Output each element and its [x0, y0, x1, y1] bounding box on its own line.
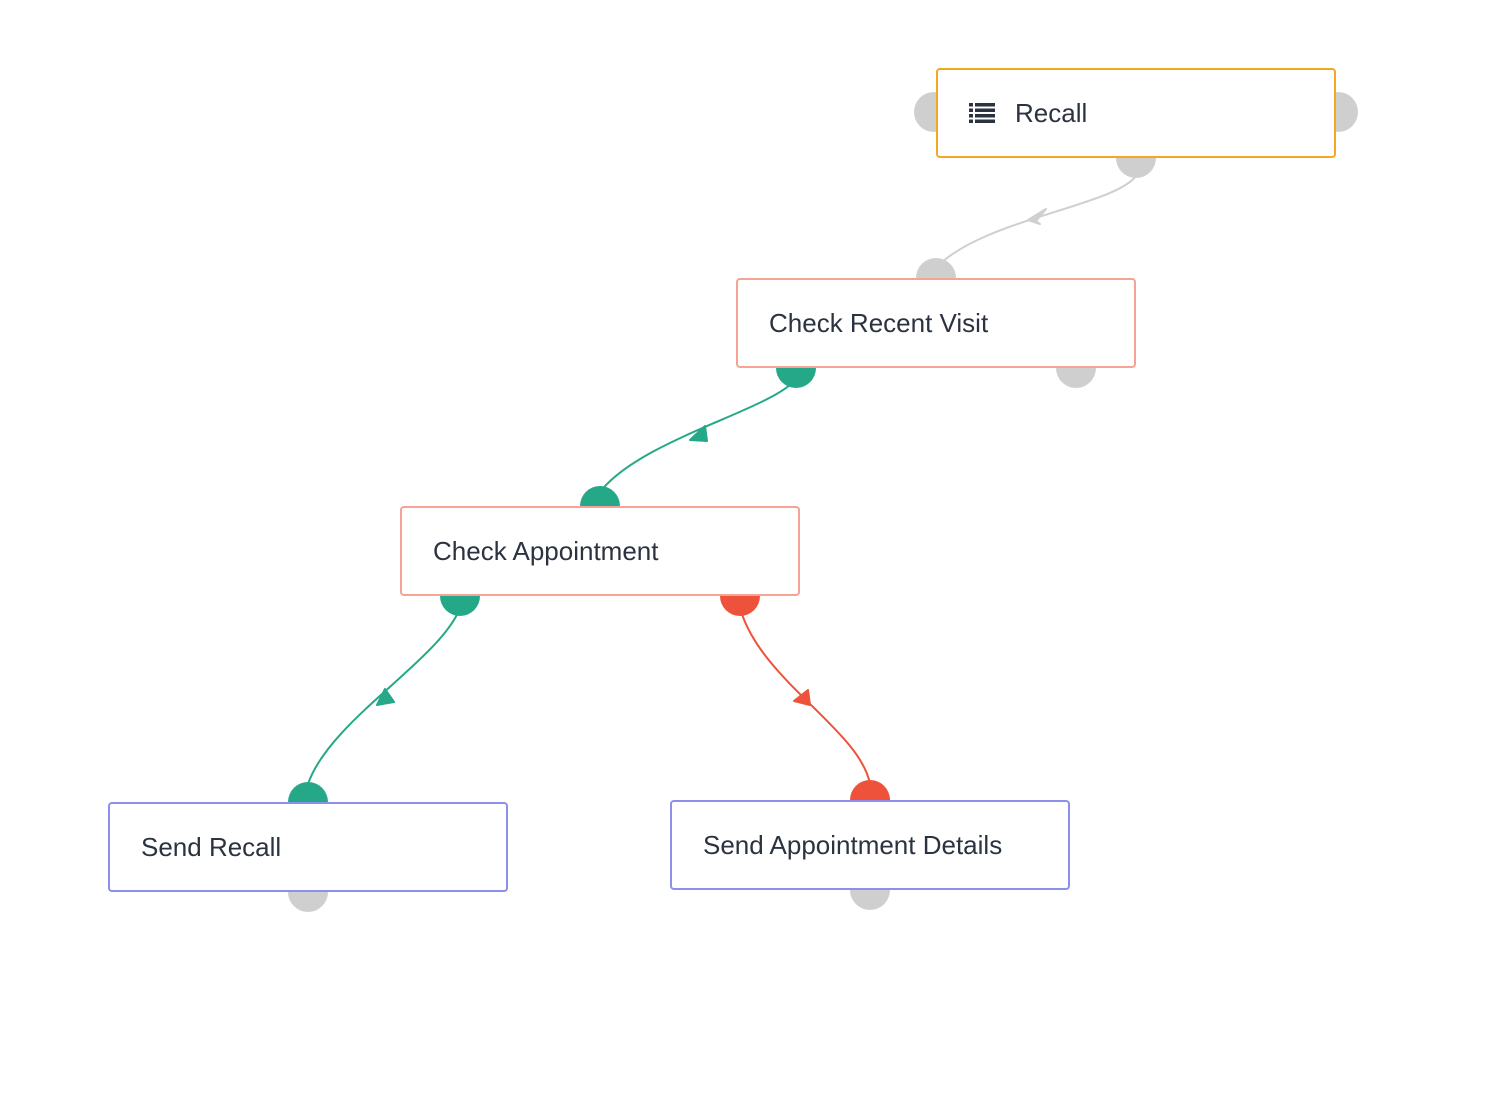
node-check-appointment[interactable]: Check Appointment: [400, 506, 800, 596]
node-send-recall[interactable]: Send Recall: [108, 802, 508, 892]
node-send-appointment-details-label: Send Appointment Details: [703, 829, 1003, 860]
node-recall[interactable]: Recall: [936, 68, 1336, 158]
edge-arrow-recall-to-check-recent-visit: [1027, 208, 1047, 225]
edge-arrow-check-recent-visit-to-check-appointment: [689, 425, 708, 442]
node-send-recall-label: Send Recall: [141, 831, 282, 862]
edge-arrow-check-appointment-to-send-appointment-details: [793, 689, 811, 706]
node-check-recent-visit[interactable]: Check Recent Visit: [736, 278, 1136, 368]
list-icon: [969, 103, 995, 123]
node-check-appointment-label: Check Appointment: [433, 535, 659, 566]
node-recall-label: Recall: [1015, 97, 1088, 128]
node-send-appointment-details[interactable]: Send Appointment Details: [670, 800, 1070, 890]
edge-arrow-check-appointment-to-send-recall: [376, 688, 395, 706]
edge-recall-to-check-recent-visit[interactable]: [935, 175, 1137, 269]
node-check-recent-visit-label: Check Recent Visit: [769, 307, 989, 338]
